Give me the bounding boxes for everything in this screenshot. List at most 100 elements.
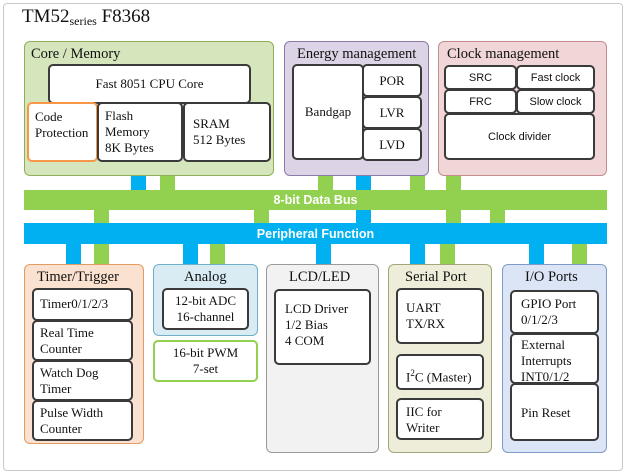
i2c-master-box: I2C (Master) (396, 354, 484, 390)
clock-divider-box: Clock divider (444, 113, 595, 160)
data-bus-label: 8-bit Data Bus (273, 193, 358, 207)
bandgap-text: Bandgap (304, 104, 352, 119)
sram-box: SRAM 512 Bytes (183, 102, 271, 162)
bus-connector (210, 244, 225, 264)
pwm-line: 16-bit PWM (172, 345, 239, 360)
sram-line: SRAM (193, 116, 230, 131)
flash-line: 8K Bytes (105, 140, 154, 155)
gpio-line: 0/1/2/3 (521, 312, 558, 327)
flash-line: Memory (105, 124, 150, 139)
pwc-line: Pulse Width (40, 405, 104, 420)
clock-divider-text: Clock divider (488, 130, 551, 143)
serial-port-label: Serial Port (405, 269, 467, 285)
lcd-led-label: LCD/LED (289, 269, 351, 285)
lvr-text: LVR (379, 104, 405, 120)
iic-line: Writer (406, 420, 440, 435)
timer-line: Timer0/1/2/3 (40, 296, 109, 311)
peripheral-bus-label: Peripheral Function (256, 226, 375, 241)
uart-line: UART (406, 300, 441, 315)
por-box: POR (362, 64, 422, 97)
lcd-driver-line: LCD Driver (285, 301, 349, 316)
bus-connector (318, 176, 333, 190)
gpio-port-box: GPIO Port 0/1/2/3 (510, 290, 599, 334)
sram-line: 512 Bytes (193, 132, 246, 147)
pwm-box: 16-bit PWM 7-set (153, 340, 258, 382)
lvr-box: LVR (362, 96, 422, 129)
pin-reset-line: Pin Reset (521, 405, 571, 420)
ext-int-line: INT0/1/2 (521, 369, 570, 384)
bus-connector (254, 210, 269, 223)
peripheral-bus: Peripheral Function (24, 223, 607, 244)
slow-clock-text: Slow clock (529, 95, 582, 108)
adc-line: 16-channel (176, 309, 235, 324)
bus-connector (490, 210, 505, 223)
bus-connector (440, 244, 455, 264)
bus-connector (572, 244, 587, 264)
code-protection-line: Protection (35, 125, 89, 140)
code-protection-box: Code Protection (27, 102, 98, 162)
gpio-line: GPIO Port (521, 296, 577, 311)
io-ports-label: I/O Ports (525, 269, 578, 285)
rtc-line: Counter (40, 341, 82, 356)
bus-connector (410, 244, 425, 264)
core-memory-label: Core / Memory (31, 46, 121, 62)
watchdog-line: Timer (40, 381, 72, 396)
bus-connector (160, 176, 175, 190)
lcd-driver-line: 4 COM (285, 333, 325, 348)
lvd-text: LVD (379, 136, 405, 152)
lcd-driver-box: LCD Driver 1/2 Bias 4 COM (274, 289, 371, 365)
src-box: SRC (444, 65, 517, 90)
bus-connector (94, 210, 109, 223)
watchdog-line: Watch Dog (40, 365, 99, 380)
watchdog-timer-box: Watch Dog Timer (32, 360, 133, 401)
adc-line: 12-bit ADC (174, 293, 237, 308)
diagram-frame (3, 3, 623, 471)
bus-connector (316, 244, 331, 264)
pwm-line: 7-set (192, 361, 219, 376)
energy-management-label: Energy management (297, 46, 417, 62)
i2c-prefix: I (406, 369, 411, 385)
flash-memory-box: Flash Memory 8K Bytes (97, 102, 183, 162)
fast-clock-text: Fast clock (530, 71, 581, 84)
iic-writer-box: IIC for Writer (396, 398, 484, 440)
data-bus: 8-bit Data Bus (24, 190, 607, 210)
adc-box: 12-bit ADC 16-channel (162, 288, 249, 330)
slow-clock-box: Slow clock (516, 89, 595, 114)
ext-int-line: External (521, 337, 566, 352)
code-protection-line: Code (35, 109, 63, 124)
timer-box: Timer0/1/2/3 (32, 288, 133, 321)
title-sub: series (69, 14, 97, 28)
iic-line: IIC for (406, 404, 442, 419)
bus-connector (410, 176, 425, 190)
external-interrupts-box: External Interrupts INT0/1/2 (510, 333, 599, 384)
por-text: POR (379, 72, 405, 88)
lcd-driver-line: 1/2 Bias (285, 317, 328, 332)
pwc-line: Counter (40, 421, 82, 436)
cpu-core-box: Fast 8051 CPU Core (48, 64, 251, 104)
uart-box: UART TX/RX (396, 288, 484, 344)
cpu-core-text: Fast 8051 CPU Core (95, 76, 204, 91)
real-time-counter-box: Real Time Counter (32, 320, 133, 361)
rtc-line: Real Time (40, 325, 94, 340)
flash-line: Flash (105, 108, 134, 123)
lvd-box: LVD (362, 128, 422, 161)
pulse-width-counter-box: Pulse Width Counter (32, 400, 133, 441)
bus-connector (529, 244, 544, 264)
fast-clock-box: Fast clock (516, 65, 595, 90)
title-main: TM52 (22, 6, 70, 27)
src-text: SRC (468, 71, 493, 84)
bus-connector (94, 244, 109, 264)
bus-connector (131, 176, 146, 190)
i2c-sup: 2 (410, 368, 415, 378)
diagram-title: TM52series F8368 (22, 6, 150, 29)
i2c-suffix: C (Master) (414, 369, 472, 385)
uart-line: TX/RX (406, 316, 445, 331)
frc-text: FRC (469, 95, 492, 108)
bandgap-box: Bandgap (292, 64, 364, 160)
ext-int-line: Interrupts (521, 353, 572, 368)
analog-label: Analog (184, 269, 227, 285)
i2c-line: I2C (Master) (406, 365, 474, 385)
bus-connector (183, 244, 198, 264)
clock-management-label: Clock management (447, 46, 560, 62)
frc-box: FRC (444, 89, 517, 114)
